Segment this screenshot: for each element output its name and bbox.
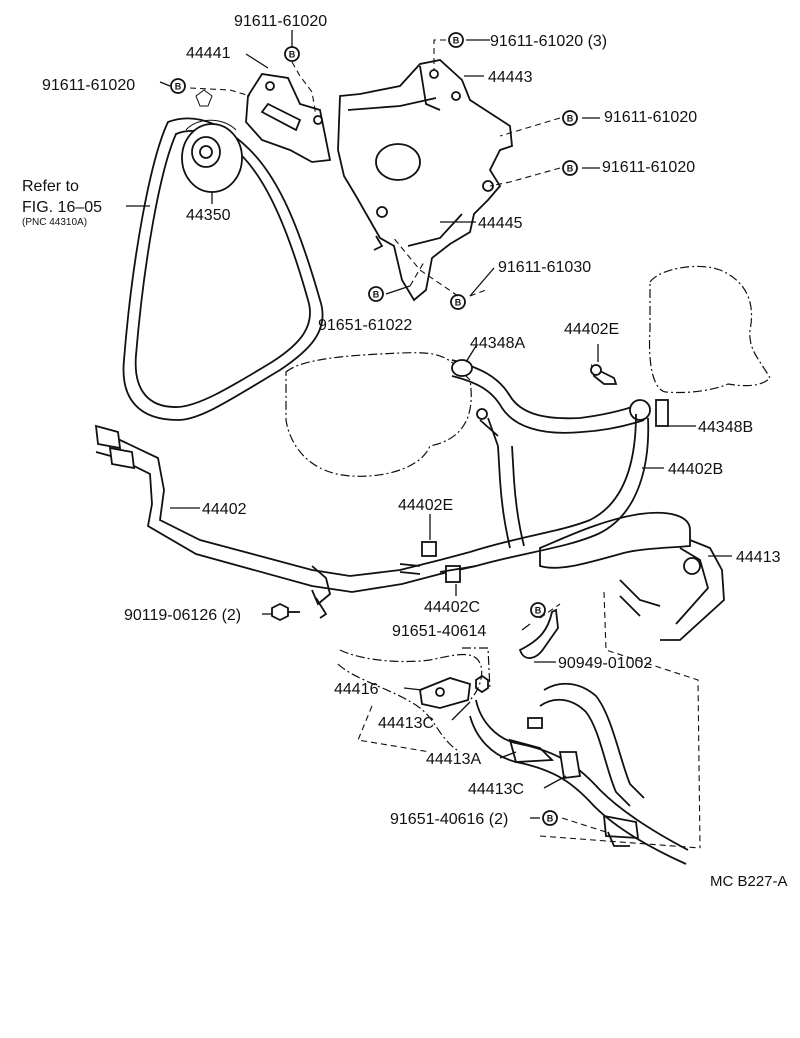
hose-44402b [469,408,650,567]
label-44445: 44445 [478,215,523,232]
hose-44413 [539,511,725,641]
label-44413A: 44413A [426,751,481,768]
svg-text:B: B [175,82,182,92]
bolt-90119 [271,602,300,622]
label-44402C: 44402C [424,599,480,616]
refer-line-2: FIG. 16–05 [22,199,102,216]
bolt-symbol-7: B [450,294,466,310]
label-44350: 44350 [186,207,231,224]
label-44348A: 44348A [470,335,525,352]
return-hose-44413a [469,682,689,865]
label-44443: 44443 [488,69,533,86]
label-44413: 44413 [736,549,781,566]
label-44402E-top: 44402E [564,321,619,338]
label-91651-40616: 91651-40616 (2) [390,811,508,828]
label-44402E-mid: 44402E [398,497,453,514]
clamp-44402e-upper [590,364,618,385]
label-91611-61020-left: 91611-61020 [42,77,135,94]
pulley-bracket [245,73,332,163]
bolt-symbol-5: B [562,160,578,176]
bolt-symbol-9: B [542,810,558,826]
svg-text:B: B [547,814,554,824]
part-labels: 91611-61020 44441 91611-61020 44350 9161… [42,13,781,828]
bolt-symbol-4: B [562,110,578,126]
label-91611-61020-3: 91611-61020 (3) [490,33,607,50]
refer-line-1: Refer to [22,178,79,195]
refer-note: Refer to FIG. 16–05 (PNC 44310A) [22,178,102,228]
label-91651-61022: 91651-61022 [318,317,412,334]
svg-text:B: B [455,298,462,308]
refer-line-3: (PNC 44310A) [22,217,87,228]
bracket-90949 [518,608,559,659]
label-44413C-b: 44413C [468,781,524,798]
pump-bracket-assembly [337,59,513,302]
svg-text:B: B [567,164,574,174]
clamp-44348b [655,399,669,427]
label-90949-01002: 90949-01002 [558,655,652,672]
clamp-44402e-44402c [399,541,477,583]
leader-lines [126,30,732,833]
idler-pulley [181,89,243,193]
label-91611-61020-top: 91611-61020 [234,13,327,30]
bolt-symbol-2: B [170,78,186,94]
svg-text:B: B [535,606,542,616]
pump-outline [285,352,472,477]
svg-text:B: B [453,36,460,46]
svg-text:B: B [373,290,380,300]
bracket-44416 [419,674,489,709]
bolt-symbol-6: B [368,286,384,302]
label-44402B: 44402B [668,461,723,478]
label-44413C-a: 44413C [378,715,434,732]
bolt-symbol-8: B [530,602,546,618]
bolt-symbols: B B B B B B B B B [170,32,578,826]
label-44348B: 44348B [698,419,753,436]
svg-text:B: B [567,114,574,124]
label-91611-61020-r1: 91611-61020 [604,109,697,126]
bolt-symbol-3: B [448,32,464,48]
drive-belt [122,117,324,421]
reservoir-outline [648,265,771,394]
bolt-symbol-1: B [284,46,300,62]
label-91611-61030: 91611-61030 [498,259,591,276]
callout-box-lower [539,591,701,849]
label-44402: 44402 [202,501,247,518]
diagram-code: MC B227-A [710,873,788,890]
steering-gear-outline [337,647,491,753]
label-90119-06126: 90119-06126 (2) [124,607,241,624]
label-91651-40614: 91651-40614 [392,623,486,640]
hose-44348a [451,359,651,434]
pressure-tube-44402 [94,424,477,619]
label-91611-61020-r2: 91611-61020 [602,159,695,176]
label-44416: 44416 [334,681,379,698]
svg-text:B: B [289,50,296,60]
label-44441: 44441 [186,45,231,62]
